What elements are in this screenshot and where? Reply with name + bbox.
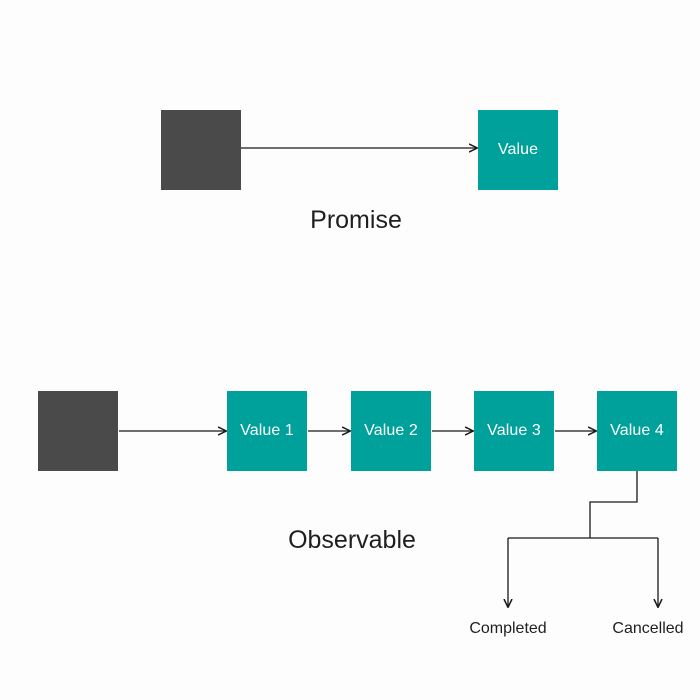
observable-value-box-2: Value 2 — [351, 391, 431, 471]
observable-value-box-4: Value 4 — [597, 391, 677, 471]
promise-section-title: Promise — [310, 206, 402, 234]
promise-value-label: Value — [497, 141, 539, 158]
observable-value-label-1: Value 1 — [240, 422, 294, 439]
observable-value-label-4: Value 4 — [610, 422, 664, 439]
observable-branch-stem — [589, 471, 638, 538]
observable-value-box-3: Value 3 — [474, 391, 554, 471]
observable-terminal-completed: Completed — [469, 620, 547, 637]
promise-source-box — [161, 110, 241, 190]
promise-value-box: Value — [478, 110, 558, 190]
observable-section-title: Observable — [288, 526, 416, 554]
observable-value-label-3: Value 3 — [487, 422, 541, 439]
observable-value-label-2: Value 2 — [364, 422, 418, 439]
observable-source-box — [38, 391, 118, 471]
observable-value-box-1: Value 1 — [227, 391, 307, 471]
observable-terminal-cancelled: Cancelled — [612, 620, 684, 637]
